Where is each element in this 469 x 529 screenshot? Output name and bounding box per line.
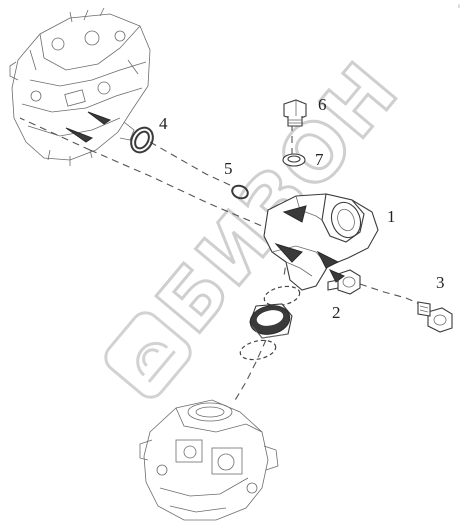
callout-7: 7	[315, 150, 324, 169]
part-3-bolt	[417, 301, 453, 333]
assembly-lines	[19, 117, 425, 403]
part-6-plug	[283, 99, 307, 127]
callout-3: 3	[436, 273, 445, 292]
part-1-housing	[263, 193, 379, 291]
dashed-seal-lower	[239, 339, 277, 361]
part-7-washer	[282, 153, 306, 167]
part-5-o-ring	[231, 184, 249, 200]
page-tag: ²	[458, 5, 460, 11]
callout-2: 2	[332, 303, 341, 322]
dashed-seal-upper	[263, 285, 301, 307]
hose-sleeve	[249, 303, 293, 339]
callout-1: 1	[387, 207, 396, 226]
watermark-logo	[104, 311, 192, 399]
callout-4: 4	[159, 114, 168, 133]
callout-5: 5	[224, 159, 233, 178]
part-2-fitting	[327, 269, 361, 295]
part-4-seal-ring	[130, 126, 154, 154]
callout-6: 6	[318, 95, 327, 114]
engine-block-sketch	[9, 7, 151, 166]
compressor-sketch	[139, 399, 279, 521]
